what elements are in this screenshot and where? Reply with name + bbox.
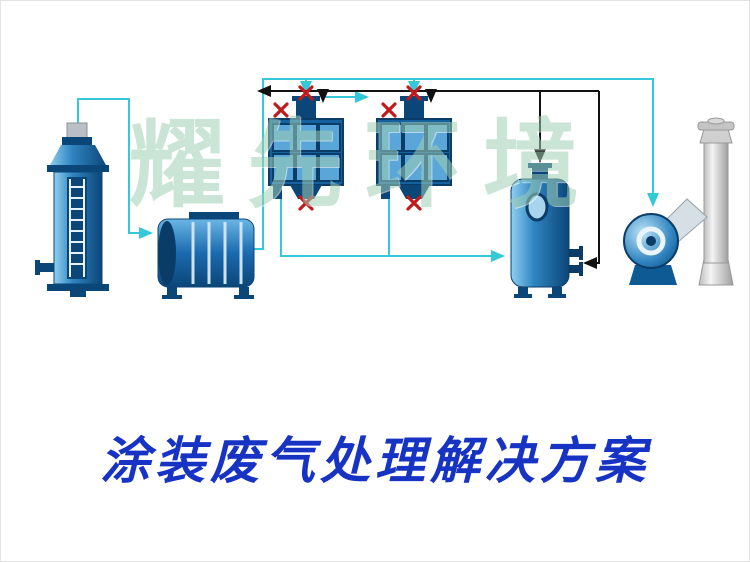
box1-side-fan-icon: [273, 102, 289, 118]
centrifugal-fan: [623, 198, 708, 285]
box1-drain: [273, 185, 282, 199]
pipes-black: [257, 85, 600, 269]
box2-hopper: [398, 185, 430, 199]
page-title: 涂装废气处理解决方案: [100, 433, 650, 489]
tower-side-pipe: [39, 263, 54, 272]
box1-hopper: [290, 185, 322, 199]
box2-drain: [381, 185, 390, 199]
vtank-window: [525, 192, 549, 222]
vtank-body: [510, 178, 570, 288]
pipe-right-riser: [583, 91, 600, 269]
tower-vent-cap: [66, 122, 88, 140]
pipe-tank-to-fan-header: [253, 78, 659, 250]
pipes-cyan: [77, 78, 659, 262]
spray-tower: [35, 122, 109, 297]
carbon-adsorption-box-1: [268, 85, 344, 211]
chimney-cap-knob: [707, 117, 725, 125]
chimney-body: [703, 142, 729, 264]
box2-side-fan-icon: [381, 102, 397, 118]
chimney-neck: [699, 128, 733, 144]
horizontal-treatment-tank: [157, 212, 255, 299]
fan-base: [629, 265, 677, 285]
exhaust-chimney: [697, 117, 735, 286]
vertical-tank: [510, 163, 583, 298]
tower-shoulder: [49, 145, 107, 167]
carbon-adsorption-box-2: [376, 85, 452, 211]
pipe-box-drains: [280, 199, 505, 262]
tank-end-cap: [158, 221, 176, 285]
pipe-tower-to-tank: [77, 98, 153, 239]
